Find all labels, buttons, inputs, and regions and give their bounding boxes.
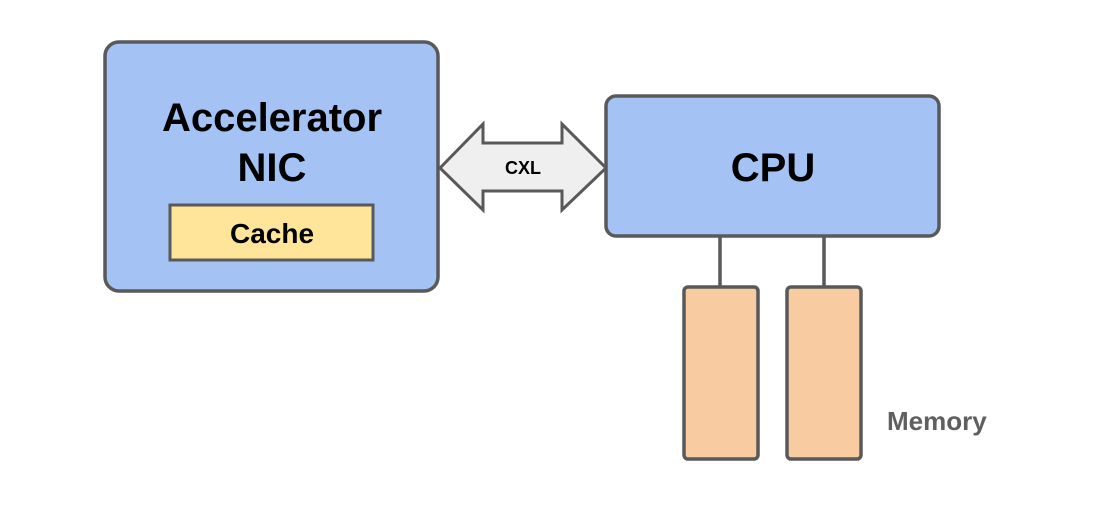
cpu-label: CPU <box>731 146 815 190</box>
cache-label: Cache <box>230 218 314 249</box>
accelerator-label: Accelerator <box>162 96 382 140</box>
nic-label: NIC <box>238 146 307 190</box>
cxl-link: CXL <box>437 120 609 214</box>
memory-label: Memory <box>887 406 987 436</box>
memory-module-2 <box>785 285 863 461</box>
accelerator-nic-block: Accelerator NIC Cache <box>103 40 440 293</box>
memory-module-1 <box>682 285 760 461</box>
cache-box <box>168 203 375 262</box>
cxl-label: CXL <box>505 158 541 178</box>
cpu-block: CPU <box>604 94 941 238</box>
cpu-box <box>604 94 941 238</box>
memory-block: Memory <box>682 285 987 461</box>
